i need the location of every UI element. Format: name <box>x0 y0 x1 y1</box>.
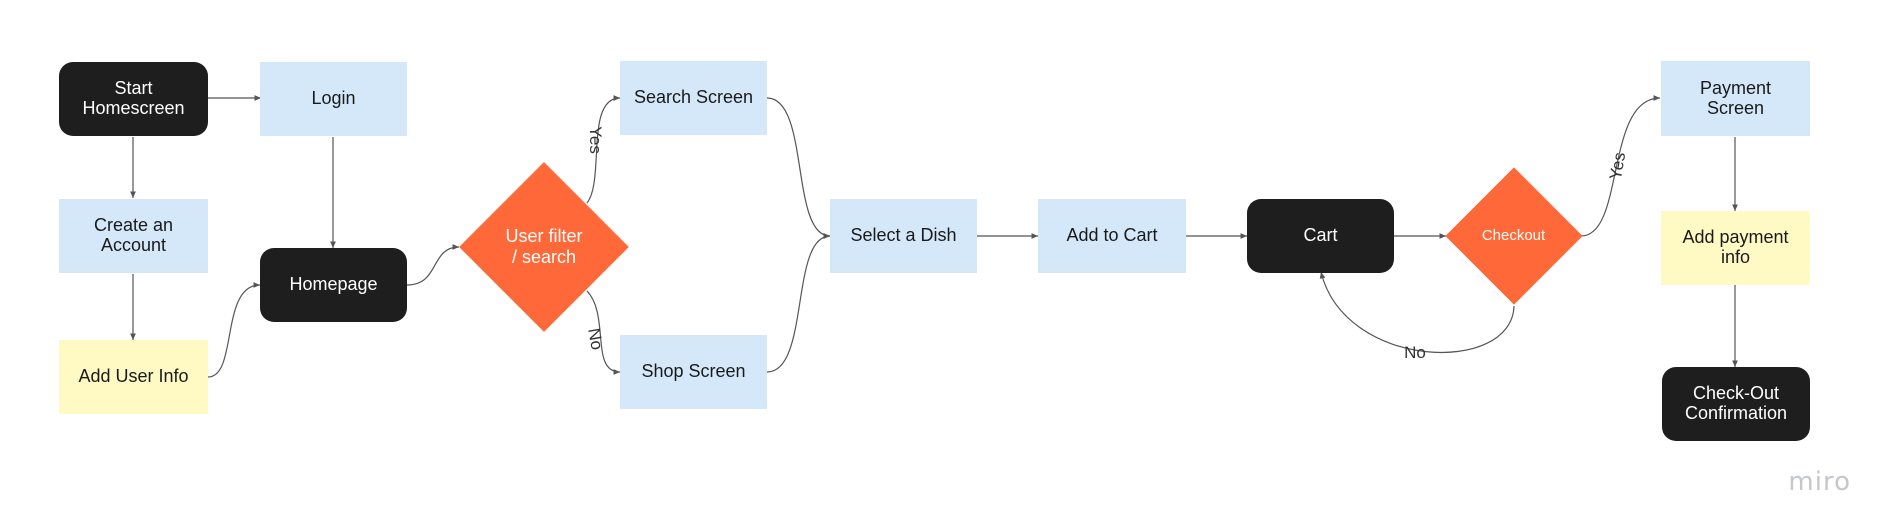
create-account-node[interactable]: Create an Account <box>59 199 208 273</box>
edge-filter-search-screen <box>586 95 621 204</box>
user-filter-decision[interactable]: User filter / search <box>459 160 629 334</box>
payment-screen-node[interactable]: Payment Screen <box>1661 61 1810 136</box>
label-filter-yes: Yes <box>586 126 605 154</box>
add-payment-info-node[interactable]: Add payment info <box>1661 211 1810 285</box>
start-homescreen-node[interactable]: Start Homescreen <box>59 62 208 136</box>
user-filter-label: User filter / search <box>505 226 583 267</box>
edge-add-user-info-homepage <box>207 282 261 378</box>
search-screen-node[interactable]: Search Screen <box>620 61 767 135</box>
shop-screen-node[interactable]: Shop Screen <box>620 335 767 409</box>
login-node[interactable]: Login <box>260 62 407 136</box>
edge-filter-shop-screen <box>586 290 621 375</box>
edge-homepage-filter <box>406 244 460 286</box>
cart-node[interactable]: Cart <box>1247 199 1394 273</box>
checkout-decision[interactable]: Checkout <box>1444 164 1583 308</box>
checkout-confirmation-node[interactable]: Check-Out Confirmation <box>1662 367 1810 441</box>
add-user-info-node[interactable]: Add User Info <box>59 340 208 414</box>
add-to-cart-node[interactable]: Add to Cart <box>1038 199 1186 273</box>
edge-checkout-cart-no <box>1319 271 1515 353</box>
miro-logo: miro <box>1788 467 1851 497</box>
homepage-node[interactable]: Homepage <box>260 248 407 322</box>
label-checkout-yes: Yes <box>1606 151 1630 182</box>
label-filter-no: No <box>584 327 606 352</box>
edge-search-screen-select-dish <box>766 97 831 239</box>
select-dish-node[interactable]: Select a Dish <box>830 199 977 273</box>
checkout-label: Checkout <box>1481 227 1546 245</box>
edge-shop-screen-select-dish <box>766 233 831 373</box>
edge-checkout-payment-screen <box>1580 95 1661 237</box>
label-checkout-no: No <box>1404 343 1426 362</box>
